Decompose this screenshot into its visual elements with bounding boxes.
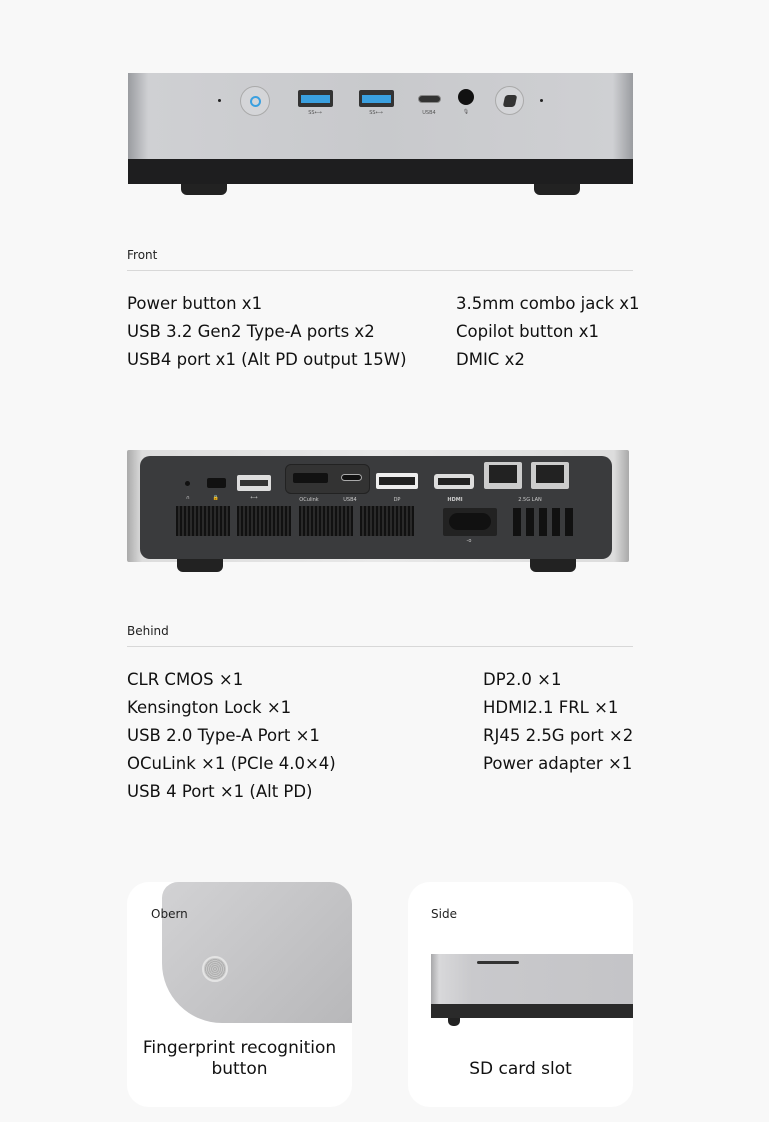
fingerprint-icon — [202, 956, 228, 982]
usb-a-port — [298, 90, 333, 107]
card-caption: Side — [431, 907, 457, 921]
spec-item: DP2.0 ×1 — [483, 670, 562, 689]
clr-cmos-hole — [185, 481, 190, 486]
spec-item: OCuLink ×1 (PCIe 4.0×4) — [127, 754, 336, 773]
spec-item: Copilot button x1 — [456, 322, 599, 341]
divider — [127, 646, 633, 647]
back-device-image: ∩ 🔒 ⟷ OCulink USB4 DP HDMI 2.5G LAN -o — [127, 450, 629, 573]
spec-item: 3.5mm combo jack x1 — [456, 294, 640, 313]
spec-item: Kensington Lock ×1 — [127, 698, 292, 717]
power-inlet — [443, 508, 497, 536]
dmic-hole — [218, 99, 221, 102]
side-view-image — [431, 954, 633, 1026]
rj45-port — [484, 462, 522, 489]
hdmi-port — [434, 474, 474, 489]
oculink-label: OCulink — [299, 497, 319, 503]
side-vent — [513, 508, 576, 536]
usb-icon: ⟷ — [250, 495, 258, 501]
front-specs-left: Power button x1 USB 3.2 Gen2 Type-A port… — [127, 290, 407, 374]
card-title: SD card slot — [469, 1059, 572, 1079]
usb-2-port — [237, 475, 271, 491]
usb4-port — [341, 474, 362, 481]
spec-item: HDMI2.1 FRL ×1 — [483, 698, 619, 717]
usb4-label: USB4 — [343, 497, 357, 503]
fingerprint-card: Obern Fingerprint recognition button — [127, 882, 352, 1107]
hdmi-label: HDMI — [447, 497, 463, 503]
usb-a-label: SS⟷ — [369, 110, 383, 116]
spec-item: Power adapter ×1 — [483, 754, 633, 773]
divider — [127, 270, 633, 271]
spec-item: USB4 port x1 (Alt PD output 15W) — [127, 350, 407, 369]
dp-port — [376, 473, 418, 489]
power-icon — [250, 96, 261, 107]
sd-card-card: Side SD card slot — [408, 882, 633, 1107]
headphone-icon: ∩ — [186, 495, 190, 501]
behind-specs-right: DP2.0 ×1 HDMI2.1 FRL ×1 RJ45 2.5G port ×… — [483, 666, 633, 778]
oculink-usb4-group — [285, 464, 370, 494]
top-view-image — [162, 882, 352, 1023]
spec-item: CLR CMOS ×1 — [127, 670, 244, 689]
rj45-port — [531, 462, 569, 489]
lock-icon: 🔒 — [212, 495, 220, 501]
kensington-lock — [207, 478, 226, 488]
front-caption: Front — [127, 248, 158, 262]
dp-label: DP — [393, 497, 401, 503]
front-specs-right: 3.5mm combo jack x1 Copilot button x1 DM… — [456, 290, 640, 374]
spec-item: USB 2.0 Type-A Port ×1 — [127, 726, 320, 745]
microphone-icon: 🎙 — [462, 109, 470, 115]
usb-a-label: SS⟷ — [308, 110, 322, 116]
spec-item: USB 4 Port ×1 (Alt PD) — [127, 782, 313, 801]
spec-item: RJ45 2.5G port ×2 — [483, 726, 634, 745]
sd-slot — [477, 961, 519, 964]
behind-specs-left: CLR CMOS ×1 Kensington Lock ×1 USB 2.0 T… — [127, 666, 336, 806]
card-caption: Obern — [151, 907, 188, 921]
spec-item: USB 3.2 Gen2 Type-A ports x2 — [127, 322, 375, 341]
power-button — [240, 86, 270, 116]
usb-a-port — [359, 90, 394, 107]
oculink-port — [293, 473, 328, 483]
dmic-hole — [540, 99, 543, 102]
front-device-image: SS⟷ SS⟷ USB4 🎙 — [128, 73, 633, 195]
behind-caption: Behind — [127, 624, 169, 638]
copilot-button — [495, 86, 524, 115]
spec-item: Power button x1 — [127, 294, 263, 313]
audio-jack — [458, 89, 474, 105]
copilot-icon — [502, 95, 518, 107]
spec-item: DMIC x2 — [456, 350, 525, 369]
usb-c-port — [418, 95, 441, 103]
usb-c-label: USB4 — [422, 110, 436, 116]
lan-label: 2.5G LAN — [518, 497, 542, 503]
dc-power-icon: -o — [466, 538, 472, 544]
card-title: Fingerprint recognition button — [142, 1038, 337, 1079]
